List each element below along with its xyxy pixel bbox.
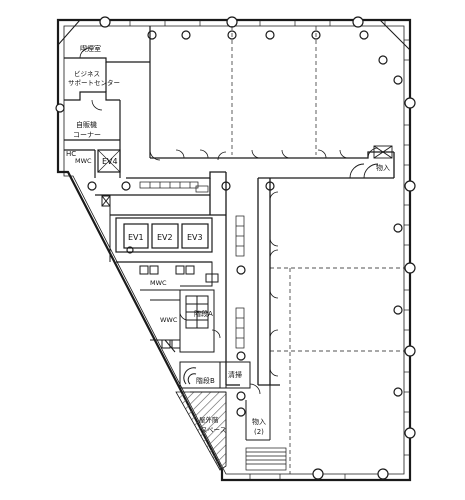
label-storage-2b: (2) [254, 428, 264, 436]
label-stair-a: 階段A [194, 309, 213, 318]
stair-marks [139, 181, 245, 349]
outer-walls [56, 18, 412, 482]
door-swings [79, 47, 379, 395]
label-storage-2a: 物入 [252, 417, 266, 426]
label-wwc: WWC [160, 316, 178, 324]
label-mwc: MWC [150, 279, 167, 287]
label-outdoor-stair-1: 屋外階 [199, 415, 219, 424]
label-ev3: EV3 [187, 233, 203, 242]
label-vending-2: コーナー [73, 131, 101, 139]
label-outdoor-stair-2: スペース [201, 426, 226, 434]
label-business-1: ビジネス [74, 69, 100, 78]
storage-upper-right [349, 145, 393, 179]
label-cleaning: 清掃 [228, 370, 242, 379]
label-ev4: EV4 [102, 157, 118, 166]
label-ev2: EV2 [157, 233, 173, 242]
label-stair-b: 階段B [196, 376, 215, 385]
label-mwc-hc: MWC [75, 157, 92, 165]
service-rooms [101, 195, 111, 262]
core-walls [95, 151, 395, 386]
restrooms [120, 261, 219, 353]
label-business-2: サポートセンター [68, 78, 120, 87]
tenant-partitions [231, 26, 404, 474]
bottom-stair-strip [245, 447, 287, 471]
label-smoking-room: 喫煙室 [80, 44, 101, 53]
label-vending-1: 自販機 [76, 120, 97, 129]
outdoor-stair-zone [175, 391, 227, 471]
label-storage-1: 物入 [376, 163, 390, 172]
label-ev1: EV1 [128, 233, 144, 242]
label-hc: HC [66, 150, 76, 158]
upper-left-rooms [64, 26, 151, 178]
window-ticks [129, 20, 410, 480]
structural-columns [55, 16, 416, 480]
